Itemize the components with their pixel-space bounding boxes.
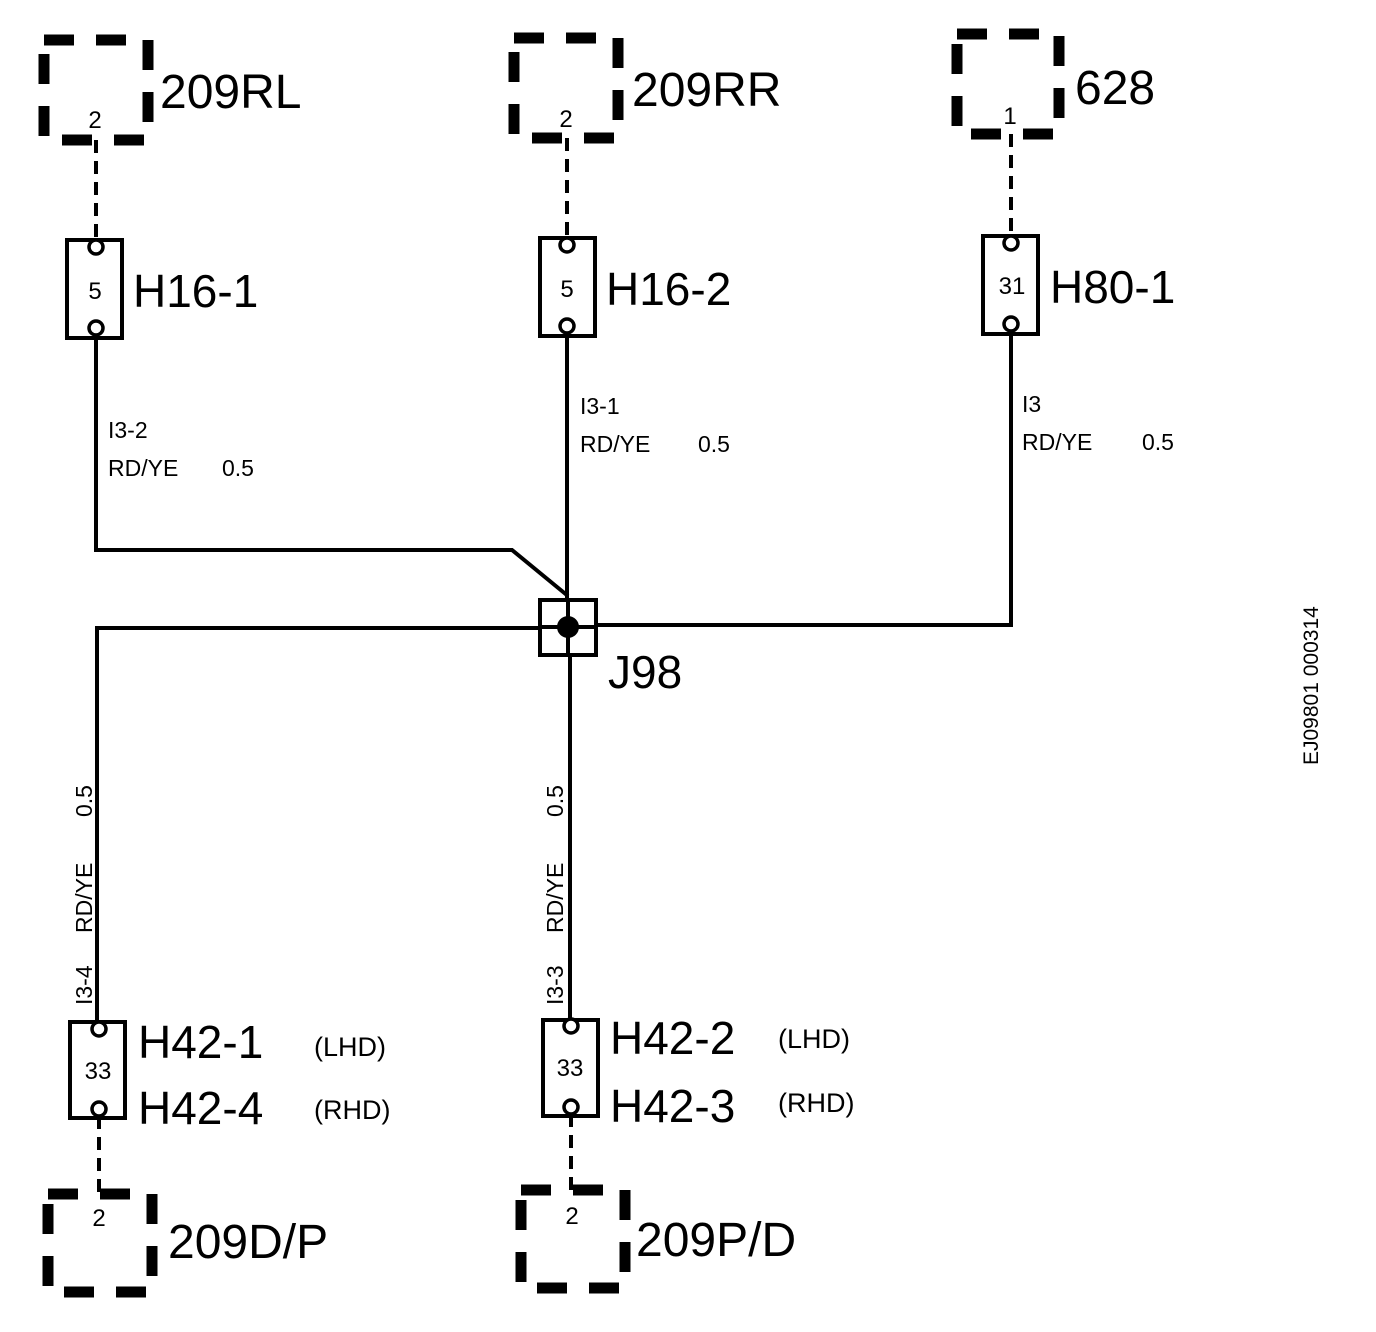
component-628-label: 628 (1075, 62, 1155, 115)
wire-i3-id: I3 (1022, 391, 1041, 417)
connector-h16-1-pin: 5 (88, 278, 101, 305)
connector-h42-1-label: H42-1 (138, 1016, 263, 1068)
connector-h16-2-label: H16-2 (606, 263, 731, 315)
wire-i3-3-id: I3-3 (542, 965, 568, 1005)
connector-h42-mid: 33 H42-2 (LHD) H42-3 (RHD) (541, 1012, 854, 1132)
wire-i3-4-size: 0.5 (71, 785, 97, 817)
connector-h16-1-label: H16-1 (133, 265, 258, 317)
wire-harness (94, 331, 1013, 1022)
wire-i3-4-color: RD/YE (71, 863, 97, 933)
connector-h80-1-pin: 31 (999, 273, 1026, 300)
document-id: EJ09801 000314 (1300, 606, 1323, 765)
wire-i3-3-size: 0.5 (542, 785, 568, 817)
wire-i3-2-color: RD/YE (108, 455, 178, 481)
connector-h42-1-lhd: (LHD) (314, 1032, 386, 1062)
splice-j98-label: J98 (608, 646, 682, 698)
wire-i3-color: RD/YE (1022, 429, 1092, 455)
component-209dp-pin: 2 (92, 1205, 105, 1232)
wire-i3-size: 0.5 (1142, 429, 1174, 455)
component-209pd: 2 209P/D (515, 1184, 796, 1294)
wire-label-i3-1: I3-1 RD/YE 0.5 (580, 393, 730, 457)
component-209pd-pin: 2 (565, 1203, 578, 1230)
component-209pd-label: 209P/D (636, 1214, 796, 1267)
wire-i3-1-id: I3-1 (580, 393, 620, 419)
connector-h42-left-pin: 33 (85, 1058, 112, 1085)
connector-h16-2-pin: 5 (560, 276, 573, 303)
component-209rl-pin: 2 (88, 107, 101, 134)
component-209rl-label: 209RL (160, 66, 301, 119)
wire-i3-1-color: RD/YE (580, 431, 650, 457)
splice-j98: J98 (538, 598, 682, 698)
component-209dp-label: 209D/P (168, 1216, 328, 1269)
component-209dp: 2 209D/P (42, 1188, 328, 1298)
component-628: 1 628 (951, 28, 1155, 140)
wire-i3-3-color: RD/YE (542, 863, 568, 933)
connector-h42-3-rhd: (RHD) (778, 1088, 854, 1118)
connector-h16-2: 5 H16-2 (538, 236, 731, 338)
connector-h42-3-label: H42-3 (610, 1080, 735, 1132)
component-209rr-label: 209RR (632, 64, 781, 117)
component-209rr-pin: 2 (559, 106, 572, 133)
connector-h42-2-label: H42-2 (610, 1012, 735, 1064)
connector-h42-left: 33 H42-1 (LHD) H42-4 (RHD) (68, 1016, 390, 1134)
wire-i3-2-size: 0.5 (222, 455, 254, 481)
connector-h42-2-lhd: (LHD) (778, 1024, 850, 1054)
wire-i3-2 (94, 335, 570, 598)
wire-i3 (596, 331, 1013, 627)
connector-h42-4-label: H42-4 (138, 1082, 263, 1134)
wire-label-i3-3: I3-3 RD/YE 0.5 (542, 785, 568, 1005)
connector-h42-mid-pin: 33 (557, 1055, 584, 1082)
wire-i3-4-id: I3-4 (71, 965, 97, 1005)
splice-dot (557, 616, 579, 638)
connector-h80-1-label: H80-1 (1050, 261, 1175, 313)
component-209rl: 2 209RL (38, 34, 301, 146)
connector-h16-1: 5 H16-1 (65, 238, 258, 340)
connector-h42-4-rhd: (RHD) (314, 1095, 390, 1125)
wire-label-i3-4: I3-4 RD/YE 0.5 (71, 785, 97, 1005)
wire-label-i3-2: I3-2 RD/YE 0.5 (108, 417, 254, 481)
connector-h80-1: 31 H80-1 (981, 234, 1175, 336)
wire-label-i3: I3 RD/YE 0.5 (1022, 391, 1174, 455)
component-628-pin: 1 (1003, 103, 1016, 130)
wire-i3-4 (95, 626, 540, 1022)
component-209rr: 2 209RR (508, 32, 781, 144)
wire-i3-2-id: I3-2 (108, 417, 148, 443)
wire-i3-1-size: 0.5 (698, 431, 730, 457)
